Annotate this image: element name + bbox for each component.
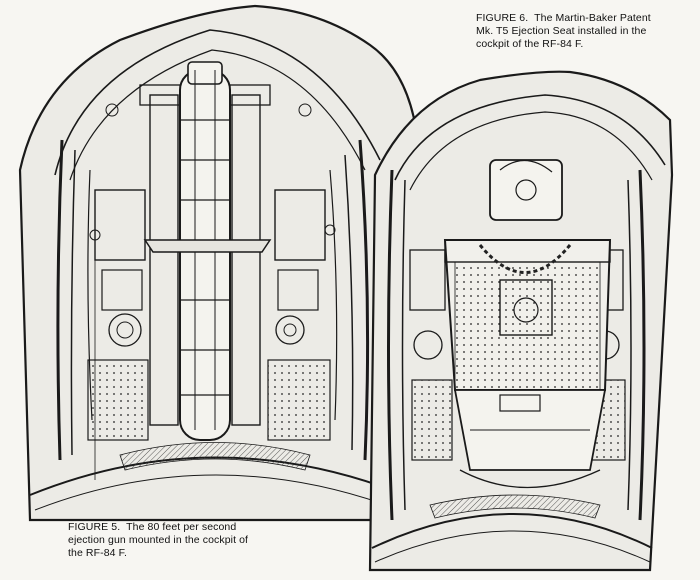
figure-5-caption-line-1: FIGURE 5. The 80 feet per second	[68, 521, 283, 534]
cockpit-right-drawing	[368, 70, 674, 572]
cockpit-left-drawing	[18, 4, 422, 522]
figure-5-caption-line-2: ejection gun mounted in the cockpit of	[68, 534, 249, 546]
figure-6-label: FIGURE 6.	[476, 12, 529, 24]
figure-5-title-start: The 80 feet per second	[126, 521, 237, 533]
figure-6-caption-line-2: Mk. T5 Ejection Seat installed in the	[476, 25, 647, 37]
figure-6-caption-line-1: FIGURE 6. The Martin-Baker Patent	[476, 12, 691, 25]
figure-6-caption-line-3: cockpit of the RF-84 F.	[476, 38, 584, 50]
figure-5-label: FIGURE 5.	[68, 521, 121, 533]
figure-6-caption: FIGURE 6. The Martin-Baker Patent Mk. T5…	[476, 12, 691, 51]
figure-5-caption-line-3: the RF-84 F.	[68, 547, 127, 559]
figure-5-caption: FIGURE 5. The 80 feet per second ejectio…	[68, 521, 283, 560]
figure-6-title-start: The Martin-Baker Patent	[534, 12, 651, 24]
